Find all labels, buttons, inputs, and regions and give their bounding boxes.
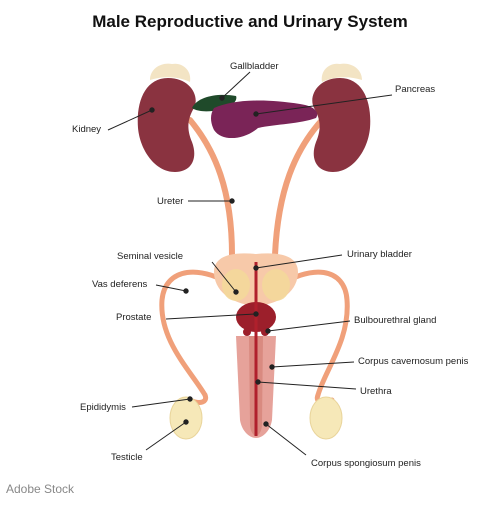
leader-seminal-vesicle: [211, 261, 237, 293]
leader-kidney: [107, 109, 153, 131]
leader-bulbourethral-gland: [267, 320, 351, 332]
left-seminal-vesicle: [222, 269, 250, 301]
left-kidney: [137, 78, 196, 172]
label-seminal-vesicle: Seminal vesicle: [117, 251, 183, 262]
label-corpus-cavernosum: Corpus cavernosum penis: [358, 356, 469, 367]
brand-watermark: Adobe Stock: [6, 482, 75, 496]
label-gallbladder: Gallbladder: [230, 61, 279, 72]
right-testicle: [309, 396, 343, 440]
right-ureter: [272, 117, 325, 258]
label-pancreas: Pancreas: [395, 84, 436, 95]
leader-testicle: [145, 421, 187, 451]
left-bulbourethral-gland: [243, 328, 251, 336]
leader-gallbladder: [221, 71, 251, 99]
leader-vas-deferens: [155, 284, 187, 292]
leader-urinary-bladder: [255, 254, 343, 269]
leader-corpus-spongiosum: [265, 423, 307, 456]
right-adrenal-gland: [321, 63, 362, 82]
label-ureter: Ureter: [157, 196, 184, 207]
anatomy-diagram: [107, 63, 393, 456]
right-vas-deferens: [269, 269, 350, 398]
label-epididymis: Epididymis: [80, 402, 126, 413]
left-testicle: [169, 396, 203, 440]
right-kidney: [312, 78, 371, 172]
leader-epididymis: [131, 398, 191, 408]
label-kidney: Kidney: [72, 124, 102, 135]
label-urinary-bladder: Urinary bladder: [347, 249, 412, 260]
label-vas-deferens: Vas deferens: [92, 279, 148, 290]
left-adrenal-gland: [150, 63, 191, 82]
label-corpus-spongiosum: Corpus spongiosum penis: [311, 458, 421, 469]
label-bulbourethral-gland: Bulbourethral gland: [354, 315, 437, 326]
leader-urethra: [257, 381, 357, 390]
label-testicle: Testicle: [111, 452, 143, 463]
right-seminal-vesicle: [262, 269, 290, 301]
leader-pancreas: [255, 94, 393, 115]
left-vas-deferens: [159, 269, 243, 398]
label-prostate: Prostate: [116, 312, 152, 323]
leader-corpus-cavernosum: [271, 361, 355, 368]
diagram-title: Male Reproductive and Urinary System: [92, 12, 408, 31]
label-urethra: Urethra: [360, 386, 392, 397]
leader-prostate: [165, 313, 257, 320]
left-ureter: [187, 117, 235, 258]
pancreas: [211, 100, 318, 139]
